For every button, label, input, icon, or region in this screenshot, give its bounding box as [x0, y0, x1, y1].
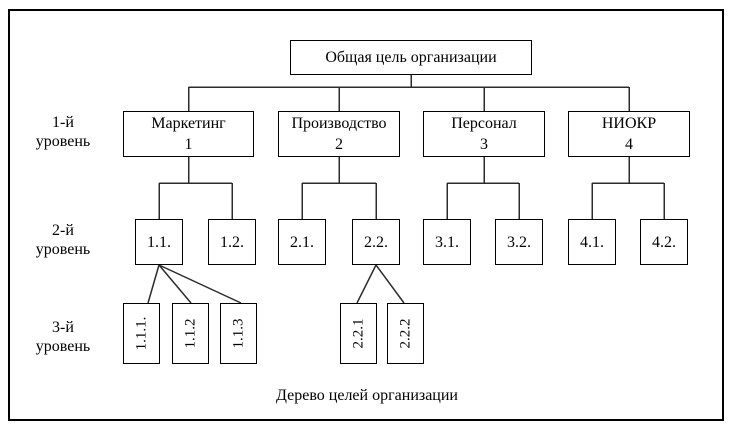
level1-box-production: Производство 2: [278, 111, 400, 157]
root-goal-label: Общая цель организации: [325, 49, 497, 66]
level2-box-3-1: 3.1.: [423, 219, 471, 265]
root-goal-box: Общая цель организации: [290, 40, 532, 75]
diagram-border: [8, 9, 724, 421]
level3-box-2-2-1: 2.2.1: [340, 303, 377, 364]
level2-label: 3.1.: [435, 233, 459, 251]
level2-label: 1.2.: [220, 233, 244, 251]
level2-label: 2.1.: [290, 233, 314, 251]
level3-label: 2.2.2: [397, 318, 413, 349]
level1-number: 3: [480, 136, 488, 153]
level1-name: НИОКР: [601, 115, 657, 132]
row-label-level-2: 2-й уровень: [23, 221, 103, 259]
diagram-caption: Дерево целей организации: [276, 387, 458, 404]
level1-name: Производство: [291, 115, 387, 132]
row-label-line1: 1-й: [52, 114, 74, 131]
row-label-line1: 2-й: [52, 222, 74, 239]
level2-box-1-2: 1.2.: [208, 219, 256, 265]
level1-number: 4: [625, 136, 633, 153]
level3-box-1-1-1: 1.1.1.: [123, 303, 160, 364]
level1-box-personnel: Персонал 3: [423, 111, 545, 157]
level2-label: 4.2.: [652, 233, 676, 251]
level3-label: 1.1.1.: [133, 316, 149, 351]
level3-label: 2.2.1: [350, 318, 366, 349]
row-label-level-3: 3-й уровень: [23, 318, 103, 356]
level2-box-2-2: 2.2.: [352, 219, 400, 265]
level1-number: 2: [335, 136, 343, 153]
level2-box-4-2: 4.2.: [640, 219, 688, 265]
row-label-line2: уровень: [35, 241, 91, 258]
row-label-line1: 3-й: [52, 319, 74, 336]
level1-box-marketing: Маркетинг 1: [123, 111, 254, 157]
level3-box-1-1-3: 1.1.3: [220, 303, 257, 364]
level3-box-2-2-2: 2.2.2: [387, 303, 424, 364]
level2-label: 2.2.: [364, 233, 388, 251]
level2-label: 1.1.: [147, 233, 171, 251]
level2-box-4-1: 4.1.: [568, 219, 616, 265]
level1-name: Маркетинг: [151, 115, 226, 132]
level3-box-1-1-2: 1.1.2: [172, 303, 209, 364]
level2-box-1-1: 1.1.: [135, 219, 183, 265]
row-label-line2: уровень: [35, 133, 91, 150]
level1-number: 1: [184, 136, 193, 153]
level3-label: 1.1.2: [182, 318, 198, 349]
level2-box-2-1: 2.1.: [278, 219, 326, 265]
level1-name: Персонал: [451, 115, 517, 132]
level2-label: 4.1.: [580, 233, 604, 251]
level3-label: 1.1.3: [230, 318, 246, 349]
level1-box-niokr: НИОКР 4: [568, 111, 690, 157]
level2-label: 3.2.: [507, 233, 531, 251]
row-label-level-1: 1-й уровень: [23, 113, 103, 151]
row-label-line2: уровень: [35, 338, 91, 355]
level2-box-3-2: 3.2.: [495, 219, 543, 265]
